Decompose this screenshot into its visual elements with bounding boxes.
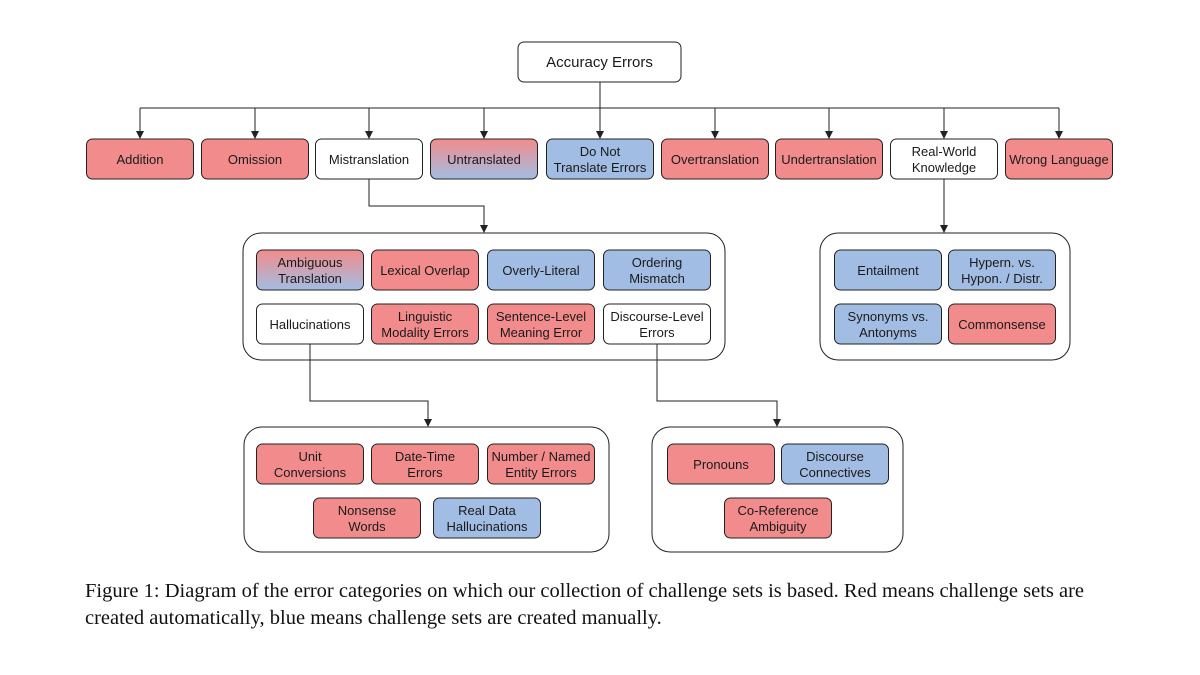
node-wrong-language: Wrong Language bbox=[1005, 138, 1113, 180]
node-pronouns-box bbox=[667, 443, 775, 485]
node-wrong-language-label: Wrong Language bbox=[1009, 152, 1109, 167]
node-mistranslation: Mistranslation bbox=[315, 138, 423, 180]
figure-caption: Figure 1: Diagram of the error categorie… bbox=[85, 580, 1085, 629]
node-undertranslation-label: Undertranslation bbox=[781, 152, 876, 167]
node-mistranslation-label: Mistranslation bbox=[329, 152, 409, 167]
node-real-data-hallucinations-box bbox=[433, 497, 541, 539]
node-commonsense: Commonsense bbox=[948, 303, 1056, 345]
node-undertranslation: Undertranslation bbox=[775, 138, 883, 180]
node-accuracy-errors-box bbox=[517, 41, 682, 83]
node-hallucinations-box bbox=[256, 303, 364, 345]
node-hypern-hypon-distr-label: Hypern. vs.Hypon. / Distr. bbox=[961, 255, 1043, 286]
node-overtranslation-box bbox=[661, 138, 769, 180]
node-wrong-language-box bbox=[1005, 138, 1113, 180]
node-pronouns: Pronouns bbox=[667, 443, 775, 485]
node-overtranslation-label: Overtranslation bbox=[671, 152, 759, 167]
node-entailment-label: Entailment bbox=[857, 263, 919, 278]
node-untranslated-label: Untranslated bbox=[447, 152, 521, 167]
node-nonsense-words-box bbox=[313, 497, 421, 539]
node-omission: Omission bbox=[201, 138, 309, 180]
node-addition: Addition bbox=[86, 138, 194, 180]
node-untranslated: Untranslated bbox=[430, 138, 538, 180]
node-commonsense-label: Commonsense bbox=[958, 317, 1045, 332]
node-synonyms-antonyms: Synonyms vs.Antonyms bbox=[834, 303, 942, 345]
node-discourse-connectives-box bbox=[781, 443, 889, 485]
node-hypern-hypon-distr: Hypern. vs.Hypon. / Distr. bbox=[948, 249, 1056, 291]
node-synonyms-antonyms-box bbox=[834, 303, 942, 345]
node-hypern-hypon-distr-box bbox=[948, 249, 1056, 291]
node-entailment: Entailment bbox=[834, 249, 942, 291]
edge-discourse-to-group bbox=[656, 344, 781, 427]
node-overtranslation: Overtranslation bbox=[661, 138, 769, 180]
node-overly-literal-label: Overly-Literal bbox=[502, 263, 579, 278]
node-ordering-mismatch-box bbox=[603, 249, 711, 291]
node-real-world-knowledge-box bbox=[890, 138, 998, 180]
node-discourse-level-errors-box bbox=[603, 303, 711, 345]
node-sentence-level-meaning-error-box bbox=[487, 303, 595, 345]
node-commonsense-box bbox=[948, 303, 1056, 345]
node-addition-box bbox=[86, 138, 194, 180]
node-mistranslation-box bbox=[315, 138, 423, 180]
node-overly-literal: Overly-Literal bbox=[487, 249, 595, 291]
node-undertranslation-box bbox=[775, 138, 883, 180]
node-lexical-overlap: Lexical Overlap bbox=[371, 249, 479, 291]
node-omission-label: Omission bbox=[228, 152, 282, 167]
node-date-time-errors-box bbox=[371, 443, 479, 485]
node-untranslated-box bbox=[430, 138, 538, 180]
node-synonyms-antonyms-label: Synonyms vs.Antonyms bbox=[848, 309, 929, 340]
node-hallucinations: Hallucinations bbox=[256, 303, 364, 345]
node-ambiguous-translation-box bbox=[256, 249, 364, 291]
node-number-named-entity-errors-box bbox=[487, 443, 595, 485]
edge-hallucinations-to-group bbox=[309, 344, 432, 427]
node-hallucinations-label: Hallucinations bbox=[270, 317, 351, 332]
node-entailment-box bbox=[834, 249, 942, 291]
node-omission-box bbox=[201, 138, 309, 180]
edge-mistranslation-to-group bbox=[368, 179, 488, 233]
node-addition-label: Addition bbox=[117, 152, 164, 167]
node-co-reference-ambiguity-box bbox=[724, 497, 832, 539]
node-unit-conversions-box bbox=[256, 443, 364, 485]
node-overly-literal-box bbox=[487, 249, 595, 291]
node-accuracy-errors: Accuracy Errors bbox=[517, 41, 682, 83]
node-lexical-overlap-box bbox=[371, 249, 479, 291]
node-accuracy-errors-label: Accuracy Errors bbox=[546, 54, 653, 71]
node-do-not-translate-box bbox=[546, 138, 654, 180]
node-linguistic-modality-errors-box bbox=[371, 303, 479, 345]
node-pronouns-label: Pronouns bbox=[693, 457, 749, 472]
node-lexical-overlap-label: Lexical Overlap bbox=[380, 263, 470, 278]
